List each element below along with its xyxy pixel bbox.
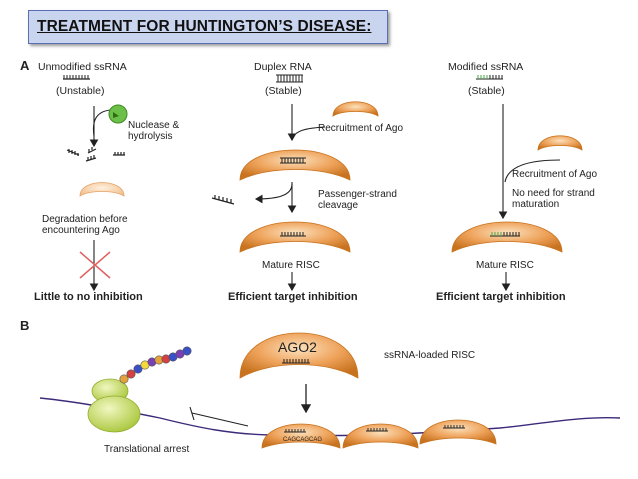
ssrna-strand-icon [63, 75, 90, 80]
ago2-shape [239, 332, 359, 379]
col1-header: Unmodified ssRNA [38, 61, 127, 73]
passenger-label-1: Passenger-strand [318, 189, 397, 200]
risc-3-guide-icon [443, 425, 465, 429]
nuclease-icon [108, 104, 128, 124]
passenger-label-2: cleavage [318, 200, 358, 211]
duplex-in-ago-icon [280, 157, 306, 164]
translational-arrest: Translational arrest [104, 444, 189, 455]
duplex-rna-icon [276, 74, 303, 83]
risc-label: ssRNA-loaded RISC [384, 350, 475, 361]
col2-header: Duplex RNA [254, 61, 312, 73]
peptide-chain-icon [119, 346, 192, 384]
col3-no-need-1: No need for strand [512, 188, 595, 199]
nuclease-label-1: Nuclease & [128, 120, 179, 131]
mrna-strand [39, 397, 621, 437]
degradation-label-2: encountering Ago [42, 225, 120, 236]
col3-sub: (Stable) [468, 85, 505, 97]
col3-no-need-2: maturation [512, 199, 559, 210]
ago-pale-shape [79, 182, 125, 197]
risc-on-mrna-1 [261, 423, 341, 449]
col2-mature: Mature RISC [262, 260, 320, 271]
ago-small-col3 [537, 135, 583, 151]
guide-strand-icon [280, 232, 306, 237]
ago2-label: AGO2 [278, 339, 317, 355]
risc-1-guide-icon [284, 429, 306, 433]
modified-guide-icon [490, 232, 520, 237]
nuclease-label-2: hydrolysis [128, 131, 172, 142]
col3-mature: Mature RISC [476, 260, 534, 271]
risc-2-guide-icon [366, 428, 388, 432]
col3-recruit: Recruitment of Ago [512, 169, 597, 180]
passenger-strand-icon [211, 195, 235, 205]
col1-result: Little to no inhibition [34, 291, 143, 303]
col2-result: Efficient target inhibition [228, 291, 358, 303]
ago-duplex-col2 [239, 149, 351, 181]
rna-fragments-icon [66, 147, 125, 162]
inhibition-cross-icon [79, 251, 111, 279]
title-box: TREATMENT FOR HUNTINGTON’S DISEASE: [28, 10, 388, 44]
risc-on-mrna-2 [342, 423, 419, 449]
ago-small-col2 [332, 101, 379, 117]
risc-on-mrna-3 [419, 419, 497, 445]
col3-result: Efficient target inhibition [436, 291, 566, 303]
col1-curve-arrow [92, 109, 111, 137]
ago-mature-col2 [239, 221, 351, 253]
col1-sub: (Unstable) [56, 85, 104, 97]
modified-ssrna-icon [476, 75, 503, 80]
col2-sub: (Stable) [265, 85, 302, 97]
inhibition-bar-icon [189, 406, 249, 427]
ribosome-icon [87, 378, 141, 433]
col2-recruit: Recruitment of Ago [318, 123, 403, 134]
col3-curve-arrow [504, 159, 561, 183]
panel-a-letter: A [20, 58, 30, 73]
ago-mature-col3 [451, 221, 563, 253]
ago2-guide-icon [282, 359, 310, 364]
degradation-label-1: Degradation before [42, 214, 128, 225]
cag-sequence: CAGCAGCAG [283, 437, 322, 443]
panel-b-letter: B [20, 318, 29, 333]
page-title: TREATMENT FOR HUNTINGTON’S DISEASE: [37, 18, 372, 35]
passenger-curve-arrow [254, 183, 293, 204]
col3-header: Modified ssRNA [448, 61, 523, 73]
